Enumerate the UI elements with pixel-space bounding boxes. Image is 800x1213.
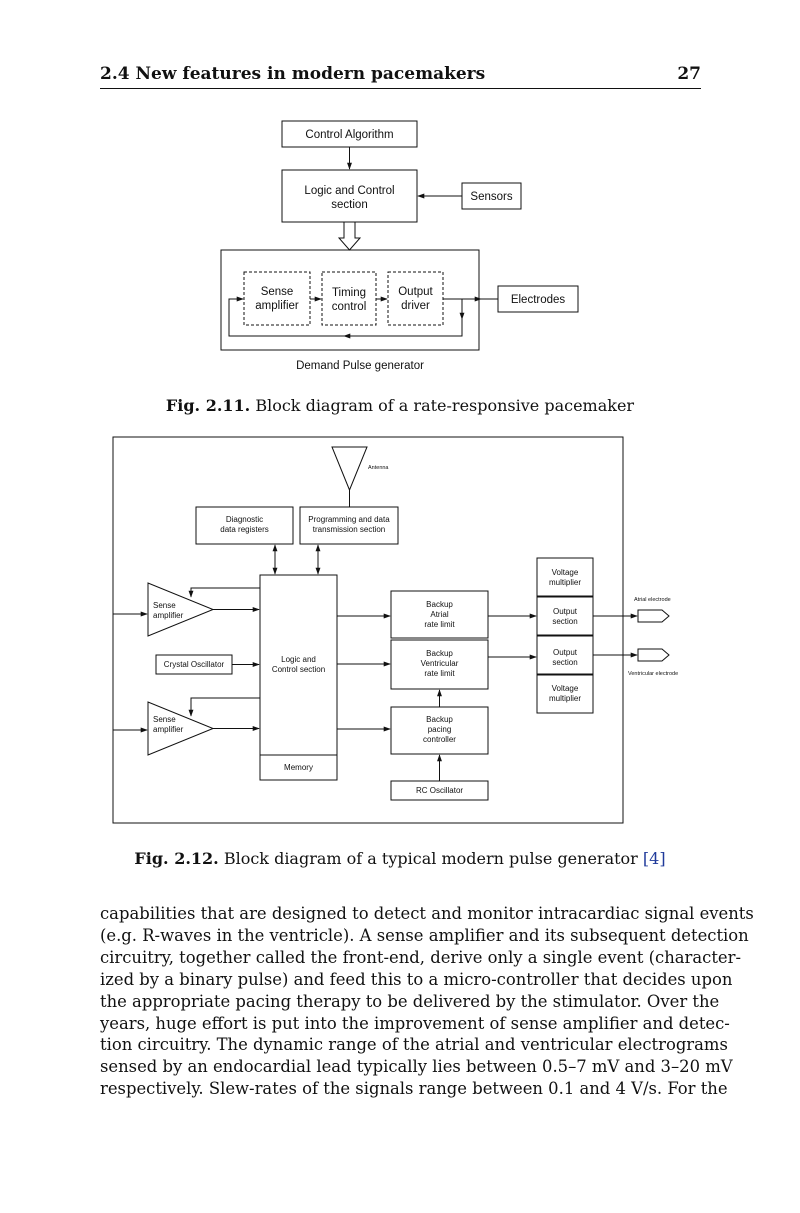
body-paragraph: capabilities that are designed to detect… [100,903,754,1100]
ventricular-sense-amplifier [147,701,215,756]
electrodes-block [497,285,579,313]
timing-control-label-1: Timing [332,287,366,299]
backup-ventricular-label-2: Ventricular [421,659,459,668]
section-title: 2.4 New features in modern pacemakers [100,64,486,84]
antenna-label: Antenna [368,465,389,471]
programming-label-1: Programming and data [308,515,390,524]
demand-pulse-generator-label: Demand Pulse generator [296,360,424,372]
memory-label: Memory [284,763,313,772]
backup-atrial-label-2: Atrial [430,610,448,619]
ventricular-electrode-symbol [637,648,670,662]
backup-ventricular-label-1: Backup [426,649,453,658]
atrial-sense-amplifier [147,582,215,637]
body-line: tion circuitry. The dynamic range of the… [100,1035,728,1055]
output-driver-label-1: Output [398,286,433,298]
body-line: sensed by an endocardial lead typically … [100,1057,733,1077]
logic-section-label-1: Logic and [281,655,316,664]
voltage-multiplier-top-label-1: Voltage [552,568,579,577]
diagnostic-label-2: data registers [220,525,268,534]
atrial-sense-label-2: amplifier [153,611,184,620]
atrial-amp-control-line [188,587,260,598]
figure-2-11-caption-text: Block diagram of a rate-responsive pacem… [250,396,635,415]
logic-section-label-2: Control section [272,665,325,674]
backup-pacing-label-2: pacing [428,725,452,734]
electrodes-label: Electrodes [511,294,566,306]
figure-2-11-caption-label: Fig. 2.11. [165,396,251,415]
atrial-electrode-label: Atrial electrode [634,597,671,603]
antenna-symbol [331,446,368,492]
page-number: 27 [677,64,701,84]
diagnostic-registers-block [195,506,294,545]
crystal-oscillator-label: Crystal Oscillator [164,660,225,669]
output-section-atrial-label-2: section [552,617,577,626]
output-section-atrial-label-1: Output [553,607,578,616]
sense-amplifier-dashed-block [243,271,311,326]
voltage-multiplier-bottom-block [536,674,594,714]
running-head: 2.4 New features in modern pacemakers 27 [100,64,701,89]
logic-control-label-1: Logic and Control [304,185,394,197]
body-line: circuitry, together called the front-end… [100,947,741,967]
body-line: (e.g. R-waves in the ventricle). A sense… [100,925,749,945]
output-driver-dashed-block [387,271,444,326]
figure-2-12-caption-text: Block diagram of a typical modern pulse … [218,849,643,868]
rc-oscillator-label: RC Oscillator [416,786,463,795]
voltage-multiplier-bottom-label-2: multiplier [549,694,581,703]
ventricular-amp-control-line [188,697,260,717]
ventricular-sense-label-2: amplifier [153,725,184,734]
logic-control-section-block [259,574,338,781]
atrial-electrode-symbol [637,609,670,623]
sense-amplifier-label-2: amplifier [255,300,299,312]
backup-atrial-block [390,590,489,639]
figure-2-12-caption-label: Fig. 2.12. [134,849,219,868]
backup-pacing-label-1: Backup [426,715,453,724]
voltage-multiplier-top-label-2: multiplier [549,578,581,587]
body-line: years, huge effort is put into the impro… [100,1013,730,1033]
output-section-ventricular-label-1: Output [553,648,578,657]
body-line: the appropriate pacing therapy to be del… [100,991,720,1011]
sense-amplifier-label-1: Sense [261,286,294,298]
backup-ventricular-label-3: rate limit [424,669,455,678]
logic-to-generator-double-arrow [337,222,362,251]
output-section-atrial-block [536,596,594,636]
backup-ventricular-block [390,639,489,690]
voltage-multiplier-top-block [536,557,594,597]
timing-control-label-2: control [332,301,367,313]
output-driver-label-2: driver [401,300,430,312]
programming-section-block [299,506,399,545]
generator-feedback-loop [228,296,463,337]
sensors-label: Sensors [470,191,512,203]
logic-control-label-2: section [331,199,367,211]
backup-atrial-label-1: Backup [426,600,453,609]
figure-2-12-frame [112,436,624,824]
backup-pacing-label-3: controller [423,735,456,744]
body-line: respectively. Slew-rates of the signals … [100,1079,728,1099]
control-algorithm-label: Control Algorithm [305,129,393,141]
logic-control-block [281,169,418,223]
programming-label-2: transmission section [313,525,385,534]
ventricular-electrode-label: Ventricular electrode [628,671,678,677]
backup-atrial-label-3: rate limit [424,620,455,629]
ventricular-sense-label-1: Sense [153,715,176,724]
body-line: capabilities that are designed to detect… [100,904,754,923]
citation-link[interactable]: [4] [642,849,666,868]
output-section-ventricular-label-2: section [552,658,577,667]
diagnostic-label-1: Diagnostic [226,515,263,524]
atrial-sense-label-1: Sense [153,601,176,610]
figure-2-12: Antenna Diagnostic data registers Progra… [112,436,678,824]
figure-2-12-caption: Fig. 2.12. Block diagram of a typical mo… [0,849,800,868]
voltage-multiplier-bottom-label-1: Voltage [552,684,579,693]
body-line: ized by a binary pulse) and feed this to… [100,969,733,989]
figure-2-11: Control Algorithm Logic and Control sect… [220,120,579,372]
figure-2-11-caption: Fig. 2.11. Block diagram of a rate-respo… [0,396,800,415]
